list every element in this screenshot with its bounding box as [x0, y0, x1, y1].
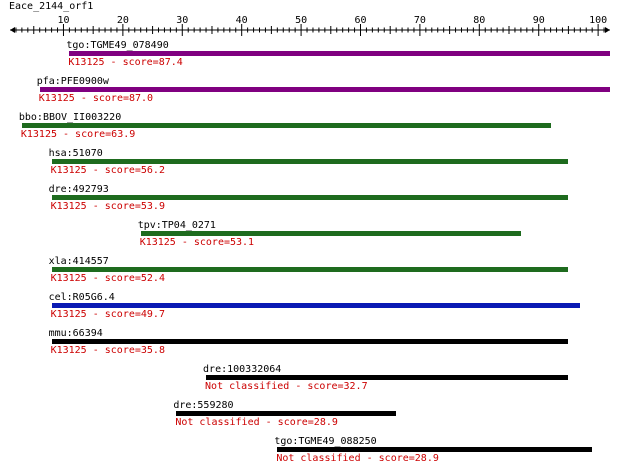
hit-alignment-bar[interactable] — [69, 51, 610, 56]
ruler-tick-label: 60 — [354, 15, 366, 26]
hit-gene-name[interactable]: cel:R05G6.4 — [48, 292, 115, 303]
hit-gene-name[interactable]: dre:492793 — [48, 184, 109, 195]
hit-gene-name[interactable]: bbo:BBOV_II003220 — [18, 112, 122, 123]
hit-score-label: K13125 - score=52.4 — [50, 273, 165, 284]
hit-score-label: K13125 - score=63.9 — [20, 129, 136, 140]
ruler-tick-label: 80 — [473, 15, 485, 26]
hit-gene-name[interactable]: dre:100332064 — [203, 364, 282, 375]
hit-alignment-bar[interactable] — [51, 267, 569, 272]
ruler-tick-label: 50 — [295, 15, 307, 26]
hit-alignment-bar[interactable] — [51, 195, 569, 200]
query-title: Eace_2144_orf1 — [9, 1, 94, 12]
hit-score-label: K13125 - score=35.8 — [50, 345, 165, 356]
hit-alignment-bar[interactable] — [51, 339, 569, 344]
ruler-tick-label: 100 — [589, 15, 607, 26]
hit-score-label: Not classified - score=28.9 — [175, 417, 338, 428]
hit-score-label: Not classified - score=32.7 — [205, 381, 368, 392]
ruler-tick-label: 10 — [57, 15, 69, 26]
hit-gene-name[interactable]: mmu:66394 — [48, 328, 103, 339]
hit-gene-name[interactable]: xla:414557 — [48, 256, 109, 267]
ruler-left-arrow — [10, 27, 15, 33]
hit-gene-name[interactable]: pfa:PFE0900w — [36, 76, 109, 87]
hit-score-label: K13125 - score=53.9 — [50, 201, 165, 212]
hit-gene-name[interactable]: tpv:TP04_0271 — [137, 220, 216, 231]
hit-score-label: K13125 - score=49.7 — [50, 309, 165, 320]
hit-gene-name[interactable]: tgo:TGME49_088250 — [274, 436, 377, 447]
hit-alignment-bar[interactable] — [140, 231, 521, 236]
hit-gene-name[interactable]: dre:559280 — [173, 400, 234, 411]
ruler-tick-label: 30 — [176, 15, 188, 26]
position-ruler: 10 20 30 40 50 60 70 80 90 100 — [10, 15, 610, 36]
ruler-right-arrow — [605, 27, 610, 33]
hit-score-label: Not classified - score=28.9 — [276, 453, 439, 464]
hit-gene-name[interactable]: tgo:TGME49_078490 — [66, 40, 169, 51]
hit-alignment-bar[interactable] — [277, 447, 593, 452]
hit-score-label: K13125 - score=56.2 — [50, 165, 165, 176]
hit-alignment-bar[interactable] — [39, 87, 610, 92]
ruler-tick-label: 20 — [117, 15, 129, 26]
hit-alignment-bar[interactable] — [176, 411, 397, 416]
ruler-tick-label: 70 — [414, 15, 426, 26]
ruler-tick-label: 90 — [533, 15, 545, 26]
hit-alignment-bar[interactable] — [51, 303, 581, 308]
hit-gene-name[interactable]: hsa:51070 — [48, 148, 103, 159]
hit-alignment-bar[interactable] — [51, 159, 569, 164]
hit-score-label: K13125 - score=87.0 — [38, 93, 154, 104]
hit-alignment-bar[interactable] — [206, 375, 569, 380]
hit-score-label: K13125 - score=53.1 — [139, 237, 255, 248]
hit-score-label: K13125 - score=87.4 — [68, 57, 183, 68]
ruler-tick-label: 40 — [236, 15, 248, 26]
hit-alignment-bar[interactable] — [21, 123, 551, 128]
